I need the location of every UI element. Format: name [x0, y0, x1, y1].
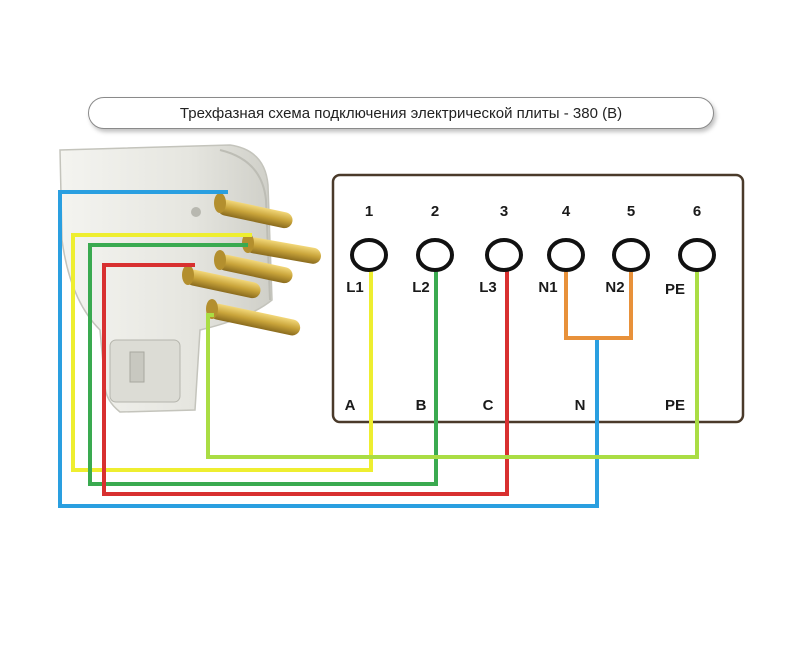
line-label-n: N: [575, 397, 586, 414]
line-label-pe: PE: [665, 397, 685, 414]
terminal-screw-4: [547, 238, 585, 272]
terminal-label-n1: N1: [538, 279, 557, 296]
terminal-label-l1: L1: [346, 279, 364, 296]
pin-1: [214, 193, 293, 229]
wire-red-l3: [102, 263, 509, 496]
terminal-number-2: 2: [431, 203, 439, 220]
terminal-number-3: 3: [500, 203, 508, 220]
line-label-a: A: [345, 397, 356, 414]
terminal-number-5: 5: [627, 203, 635, 220]
wire-blue-n: [58, 190, 599, 508]
wire-lightgreen-pe: [206, 270, 699, 459]
diagram-title: Трехфазная схема подключения электрическ…: [88, 97, 714, 129]
line-label-c: C: [483, 397, 494, 414]
wire-yellow-l1: [71, 233, 373, 472]
plug-pins: [182, 193, 321, 336]
wire-green-l2: [88, 243, 438, 486]
pin-3: [214, 250, 293, 284]
terminal-number-1: 1: [365, 203, 373, 220]
terminal-labels: L1 L2 L3 N1 N2 PE: [346, 279, 685, 298]
terminal-label-l3: L3: [479, 279, 497, 296]
terminal-screws: [350, 238, 716, 272]
terminal-box: [331, 173, 745, 424]
terminal-number-4: 4: [562, 203, 571, 220]
terminal-label-pe: PE: [665, 281, 685, 298]
pin-4: [182, 265, 261, 299]
jumper-orange-n1-n2: [564, 268, 633, 340]
terminal-label-n2: N2: [605, 279, 624, 296]
terminal-screw-6: [678, 238, 716, 272]
line-labels: A B C N PE: [345, 397, 685, 414]
terminal-screw-1: [350, 238, 388, 272]
terminal-screw-2: [416, 238, 454, 272]
terminal-number-6: 6: [693, 203, 701, 220]
terminal-screw-3: [485, 238, 523, 272]
terminal-label-l2: L2: [412, 279, 430, 296]
terminal-screw-5: [612, 238, 650, 272]
line-label-b: B: [416, 397, 427, 414]
terminal-numbers: 1 2 3 4 5 6: [365, 203, 701, 220]
